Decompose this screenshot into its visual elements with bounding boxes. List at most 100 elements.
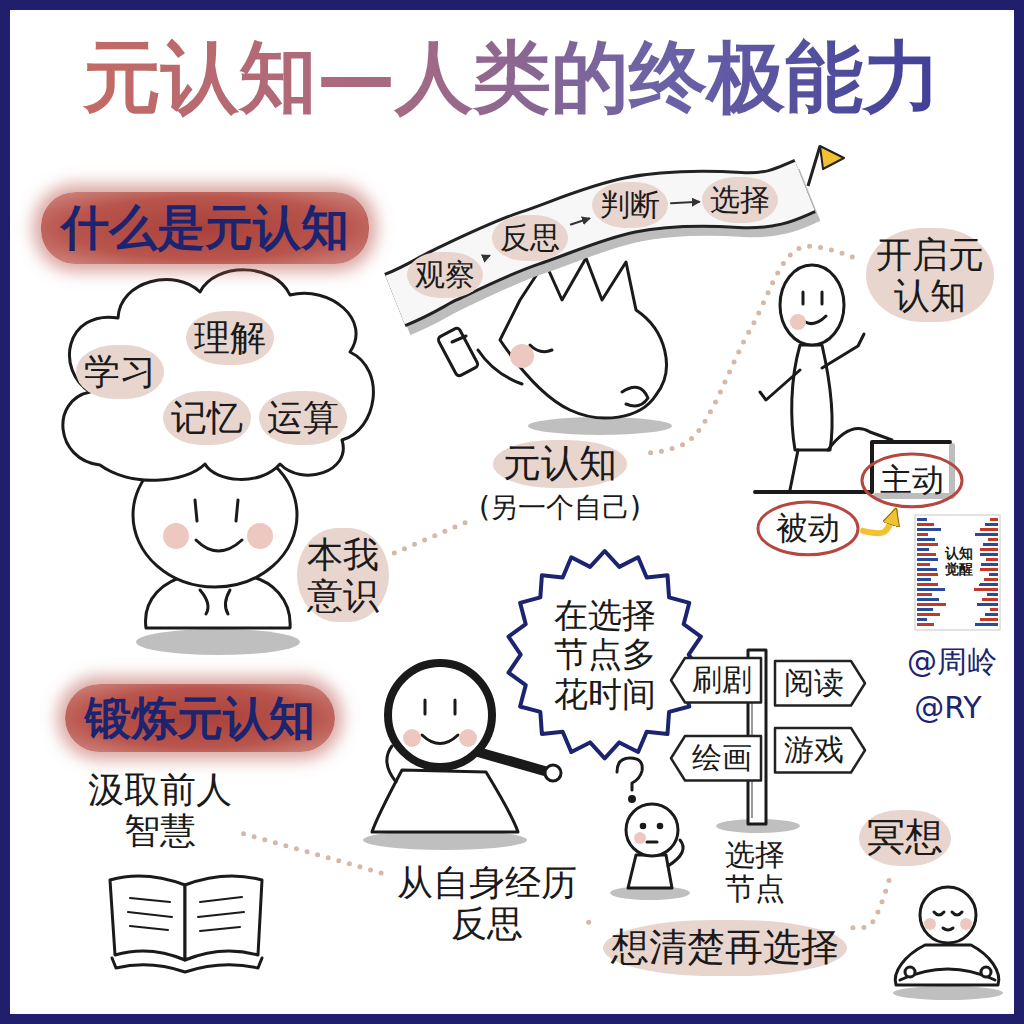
- node-text: 元认知: [493, 440, 627, 488]
- open-book: [185, 876, 262, 960]
- node-text: 阅读: [784, 666, 844, 701]
- thought-word: 记忆: [163, 391, 251, 444]
- cover-stripe: [989, 573, 998, 576]
- book-cover: [915, 515, 1000, 630]
- cover-stripe: [982, 598, 998, 601]
- cover-stripe: [983, 543, 998, 546]
- cover-stripe: [917, 608, 933, 611]
- node-text: 刷剧: [692, 663, 752, 698]
- meditating-figure: [920, 887, 976, 943]
- speech-burst: 在选择节点多花时间: [504, 548, 705, 761]
- node-text: 冥想: [867, 816, 943, 860]
- method-label: 冥想: [859, 810, 951, 866]
- burst-outline: [509, 551, 701, 758]
- winged-figure: [528, 417, 672, 435]
- meditating-figure: [924, 918, 936, 930]
- thinker-figure: [136, 629, 300, 655]
- puzzled-figure: [628, 855, 672, 888]
- winged-figure: [622, 387, 648, 406]
- puzzled-figure: [668, 840, 683, 866]
- cover-stripe: [990, 518, 998, 521]
- meditating-figure: [905, 967, 915, 977]
- winged-figure: [478, 350, 522, 384]
- stepping-figure: [792, 345, 832, 450]
- cover-stripe: [977, 603, 998, 606]
- magnifier-figure: [424, 700, 427, 714]
- node-text: 在选择节点多花时间: [552, 596, 657, 713]
- cover-stripe: [917, 523, 934, 526]
- step-ribbon: [395, 146, 844, 309]
- open-book: [110, 876, 262, 972]
- diagram-title: 元认知—人类的终极能力: [79, 33, 945, 123]
- cover-stripe: [917, 593, 932, 596]
- connector: [589, 922, 597, 924]
- open-book: [110, 876, 185, 960]
- puzzled-figure: [658, 824, 662, 828]
- node-text: 从自身经历反思: [395, 862, 579, 945]
- node-text: 被动: [776, 510, 840, 547]
- sign-board: 刷剧: [670, 657, 762, 704]
- book-title: 认知觉醒: [944, 545, 973, 577]
- artist-credit: @RY: [914, 691, 981, 726]
- method-label: 想清楚再选择: [603, 920, 847, 976]
- thinker-figure: [225, 590, 230, 614]
- node-text: 锻炼元认知: [85, 692, 315, 745]
- open-book: [128, 898, 172, 930]
- stepping-figure: [828, 429, 892, 450]
- step-word: 反思: [492, 215, 568, 262]
- node-text: 绘画: [692, 741, 752, 776]
- connector: [863, 511, 895, 533]
- cover-stripe: [917, 553, 936, 556]
- node-subtext: (另一个自己): [479, 492, 641, 524]
- book-cover: [938, 538, 980, 584]
- step-ribbon: [808, 146, 820, 186]
- cover-stripe: [917, 578, 931, 581]
- magnifier-figure: [387, 746, 396, 782]
- method-label: 从自身经历反思: [391, 858, 583, 949]
- node-text: 学习: [84, 351, 156, 392]
- node-text: 理解: [194, 317, 266, 358]
- meta-label: 元认知 (另一个自己): [475, 436, 645, 528]
- start-label: 开启元认知: [866, 228, 994, 323]
- cover-stripe: [917, 583, 938, 586]
- stepping-figure: [780, 265, 844, 345]
- thought-word: 理解: [186, 311, 274, 364]
- magnifier-figure: [545, 765, 561, 781]
- node-text: 什么是元认知: [61, 200, 349, 255]
- winged-figure: [500, 258, 666, 418]
- meditating-figure: [934, 912, 944, 915]
- step-ribbon: [820, 146, 844, 169]
- magnifier-figure: [403, 729, 421, 747]
- sign-outline: [671, 658, 761, 703]
- cover-stripe: [917, 598, 939, 601]
- stepping-figure: [802, 292, 805, 304]
- state-oval: 主动: [860, 452, 964, 509]
- stepping-figure: [760, 370, 800, 400]
- cover-stripe: [917, 533, 928, 536]
- section-heading: 什么是元认知: [41, 192, 369, 263]
- step-word: 观察: [407, 252, 483, 299]
- puzzled-figure: [617, 758, 642, 790]
- cover-stripe: [988, 538, 998, 541]
- cover-stripe: [990, 608, 998, 611]
- cover-stripe: [917, 588, 945, 591]
- magnifier-figure: [454, 700, 457, 714]
- node-text: 想清楚再选择: [611, 926, 839, 970]
- oval-outline: [758, 502, 858, 555]
- cover-stripe: [917, 528, 941, 531]
- cover-stripe: [917, 563, 930, 566]
- node-text: 开启元认知: [874, 234, 986, 317]
- magnifier-figure: [478, 752, 548, 772]
- sign-outline: [671, 736, 761, 781]
- meditating-figure: [893, 887, 1003, 1000]
- cover-stripe: [917, 613, 940, 616]
- thinker-figure: [200, 590, 208, 614]
- cover-stripe: [986, 558, 998, 561]
- meditating-figure: [895, 945, 998, 985]
- meditating-figure: [893, 986, 1003, 1000]
- puzzled-figure: [647, 841, 657, 844]
- connector: [571, 218, 589, 224]
- node-text: 游戏: [784, 733, 844, 768]
- node-text: 主动: [880, 462, 944, 499]
- cover-stripe: [978, 548, 998, 551]
